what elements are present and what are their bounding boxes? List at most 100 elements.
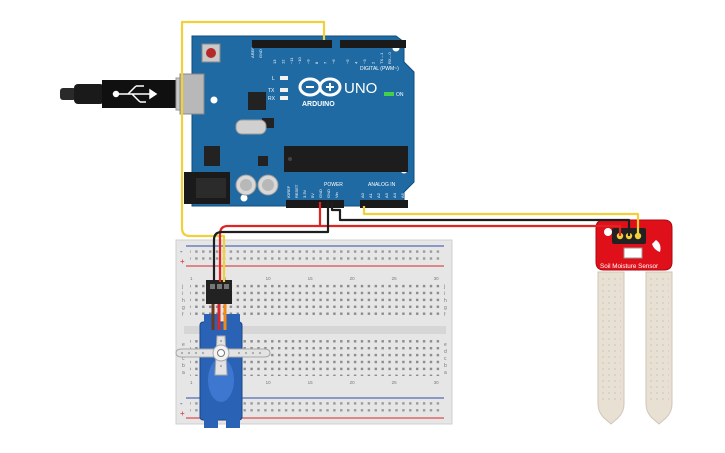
breadboard-row-letter: g	[182, 305, 185, 311]
breadboard-row-letter: j	[181, 284, 183, 290]
digital-pin-label: ~10	[297, 56, 302, 64]
connector-pin	[224, 284, 229, 289]
digital-pin-label: TX→1	[379, 52, 384, 64]
breadboard-row-letter: h	[444, 298, 447, 304]
breadboard-column-number: 15	[308, 380, 314, 385]
power-header	[286, 200, 344, 208]
digital-pin-label: 4	[354, 61, 359, 64]
gnd-top-label: GND	[258, 49, 263, 58]
led-l	[280, 76, 288, 80]
capacitor-top	[240, 179, 252, 191]
wire-black-gnd-sensor	[330, 202, 631, 236]
breadboard-row-letter: e	[182, 342, 185, 348]
dc-power-jack-inner	[196, 178, 226, 198]
breadboard-row-letter: e	[444, 342, 447, 348]
usb-cable-strain-relief	[74, 84, 104, 104]
wires	[180, 20, 640, 282]
digital-pin-label: 13	[272, 59, 277, 64]
sensor-chip	[623, 247, 643, 259]
digital-pin-label: ~9	[306, 59, 311, 64]
power-pin-label: 3.3V	[302, 189, 307, 198]
breadboard-column-number: 10	[266, 276, 272, 281]
led-rx-label: RX	[268, 96, 276, 102]
digital-pin-label: 12	[280, 59, 285, 64]
analog-pin-label: A4	[392, 192, 397, 198]
breadboard-row-letter: b	[444, 363, 447, 369]
analog-pin-label: A2	[376, 192, 381, 198]
aref-label: AREF	[250, 47, 255, 58]
digital-header-right	[340, 40, 406, 48]
servo-connector	[206, 280, 232, 304]
breadboard-column-number: 1	[190, 380, 193, 385]
breadboard-column-number: 25	[392, 276, 398, 281]
connector-pin	[217, 284, 222, 289]
breadboard-column-number: 20	[350, 380, 356, 385]
digital-pin-label: ~6	[331, 59, 336, 64]
digital-pin-label: 7	[322, 61, 327, 64]
servo-horn-holes	[180, 339, 262, 368]
servo-tab	[226, 314, 240, 324]
atmega-chip	[284, 146, 408, 172]
power-pin-label: 5V	[310, 193, 315, 198]
reset-button-cap[interactable]	[206, 48, 216, 58]
small-chip	[258, 156, 268, 166]
rail-minus-label: -	[180, 399, 183, 408]
led-tx-label: TX	[268, 88, 275, 94]
capacitor-top	[262, 179, 274, 191]
breadboard-row-letter: c	[182, 356, 185, 362]
digital-pin-label: ~3	[362, 59, 367, 64]
rail-plus-label: +	[180, 409, 185, 418]
breadboard-row-letter: c	[444, 356, 447, 362]
digital-pin-label: 8	[314, 61, 319, 64]
board-brand: ARDUINO	[302, 101, 335, 108]
power-pin-label: IOREF	[286, 185, 291, 198]
power-pin-label: GND	[326, 189, 331, 198]
digital-pin-label: 2	[370, 61, 375, 64]
servo-horn	[175, 335, 271, 376]
usb-cable	[60, 77, 197, 111]
digital-header-left	[252, 40, 332, 48]
wire-black-gnd-servo	[212, 202, 330, 282]
center-channel	[184, 326, 446, 334]
breadboard-row-letter: h	[182, 298, 185, 304]
bottom-power-rail	[190, 401, 442, 415]
led-on	[384, 92, 394, 96]
breadboard-column-number: 25	[392, 380, 398, 385]
sensor-mount-hole	[604, 228, 612, 236]
top-power-rail	[190, 250, 442, 264]
small-chip	[262, 118, 274, 128]
breadboard-row-letter: a	[182, 370, 185, 376]
soil-moisture-sensor: Soil Moisture Sensor	[595, 219, 673, 425]
wire-yellow-signal-sensor	[362, 206, 640, 236]
servo-gear-housing	[208, 358, 234, 402]
connector-pin	[210, 284, 215, 289]
analog-header-label: ANALOG IN	[368, 182, 396, 188]
usb-icon	[112, 85, 158, 103]
analog-pin-label: A3	[384, 192, 389, 198]
breadboard-row-letter: d	[444, 349, 447, 355]
breadboard-row-letter: i	[182, 291, 183, 297]
breadboard-row-letter: f	[444, 312, 446, 318]
usb-cable-end	[60, 88, 76, 100]
led-rx	[280, 96, 288, 100]
usb-b-port	[179, 73, 205, 115]
arduino-uno-board: L TX RX ON ARDUINO UNO DIGITAL (PWM~) 13…	[179, 35, 415, 208]
wire-yellow-signal-servo	[180, 20, 326, 282]
voltage-regulator	[204, 146, 220, 166]
breadboard-column-number: 15	[308, 276, 314, 281]
analog-header	[360, 200, 408, 208]
digital-header-label: DIGITAL (PWM~)	[360, 66, 399, 72]
digital-pin-label: RX←0	[387, 51, 392, 64]
breadboard-row-letter: j	[443, 284, 445, 290]
arduino-logo-icon	[298, 77, 342, 97]
rail-minus-label: -	[180, 247, 183, 256]
breadboard-row-letter: g	[444, 305, 447, 311]
breadboard-column-number: 30	[434, 380, 440, 385]
servo-tab	[204, 416, 218, 428]
breadboard-row-letter: b	[182, 363, 185, 369]
crystal	[235, 119, 267, 135]
